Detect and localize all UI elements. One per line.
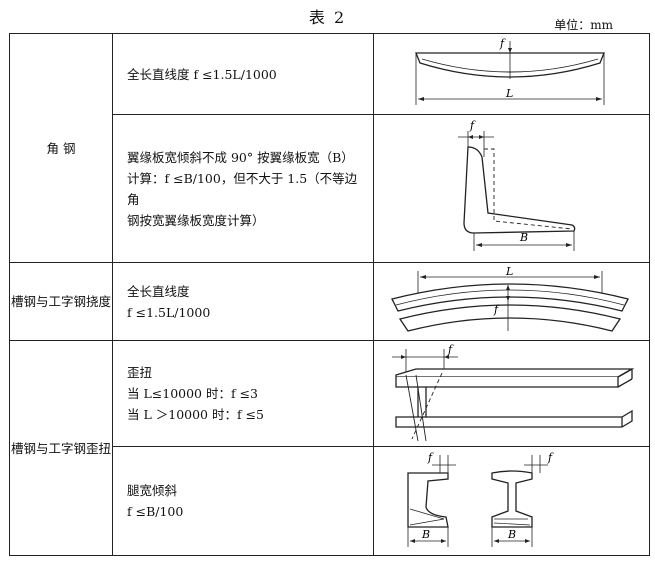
i-beam-twist-figure: f	[391, 343, 634, 441]
width-label: B	[507, 528, 516, 541]
category-channel-twist: 槽钢与工字钢歪扭	[9, 340, 113, 556]
width-label: B	[421, 528, 430, 541]
desc-line: f ≤B/100	[127, 504, 184, 519]
figure-cell: f B	[373, 114, 650, 263]
desc-line: 翼缘板宽倾斜不成 90° 按翼缘板宽（B）	[127, 149, 354, 165]
angle-straightness-figure: f L	[414, 37, 605, 105]
length-label: L	[505, 87, 513, 100]
row-description: 全长直线度 f ≤1.5L/1000	[112, 262, 374, 341]
f-label: f	[469, 119, 476, 132]
f-label: f	[427, 451, 434, 464]
category-channel-deflection: 槽钢与工字钢挠度	[9, 262, 113, 341]
table-row: 翼缘板宽倾斜不成 90° 按翼缘板宽（B） 计算：f ≤B/100，但不大于 1…	[10, 114, 650, 263]
unit-label: 单位：mm	[554, 18, 613, 32]
desc-line: 当 L ＞10000 时：f ≤5	[127, 407, 265, 422]
figure-cell: f L	[373, 33, 650, 115]
f-label: f	[447, 343, 454, 356]
table-row: 角 钢 全长直线度 f ≤1.5L/1000 f L	[9, 33, 650, 263]
table-row: 腿宽倾斜 f ≤B/100 f B	[10, 446, 650, 556]
desc-line: 腿宽倾斜	[127, 483, 178, 498]
row-description: 全长直线度 f ≤1.5L/1000	[112, 33, 374, 115]
leg-width-tilt-figure: f B f B	[406, 451, 554, 547]
desc-line: 全长直线度 f ≤1.5L/1000	[127, 66, 277, 82]
f-label: f	[493, 303, 500, 316]
desc-line: 当 L≤10000 时：f ≤3	[127, 386, 259, 401]
figure-cell: f B f B	[373, 446, 650, 556]
table-row: 槽钢与工字钢挠度 全长直线度 f ≤1.5L/1000 L f	[9, 262, 650, 341]
table-row: 槽钢与工字钢歪扭 歪扭 当 L≤10000 时：f ≤3 当 L ＞10000 …	[9, 340, 650, 556]
figure-cell: L f	[373, 262, 650, 341]
length-label: L	[505, 265, 513, 278]
f-label: f	[547, 451, 554, 464]
desc-line: 歪扭	[127, 365, 153, 380]
table-title: 表 2	[308, 8, 347, 27]
desc-line: f ≤1.5L/1000	[127, 304, 211, 320]
desc-line: 钢按宽翼缘板宽度计算）	[127, 212, 265, 228]
tolerance-table: 角 钢 全长直线度 f ≤1.5L/1000 f L 翼缘板宽倾斜不成 90° …	[9, 33, 650, 556]
desc-line: 计算：f ≤B/100，但不大于 1.5（不等边角	[127, 170, 358, 207]
width-label: B	[519, 231, 528, 244]
f-label: f	[499, 37, 506, 50]
channel-deflection-figure: L f	[390, 265, 629, 332]
row-description: 歪扭 当 L≤10000 时：f ≤3 当 L ＞10000 时：f ≤5	[112, 340, 374, 447]
category-angle-steel: 角 钢	[9, 33, 113, 263]
row-description: 腿宽倾斜 f ≤B/100	[112, 446, 374, 556]
desc-line: 全长直线度	[127, 283, 190, 299]
figure-cell: f	[373, 340, 650, 447]
angle-flange-tilt-figure: f B	[457, 119, 575, 251]
row-description: 翼缘板宽倾斜不成 90° 按翼缘板宽（B） 计算：f ≤B/100，但不大于 1…	[112, 114, 374, 263]
